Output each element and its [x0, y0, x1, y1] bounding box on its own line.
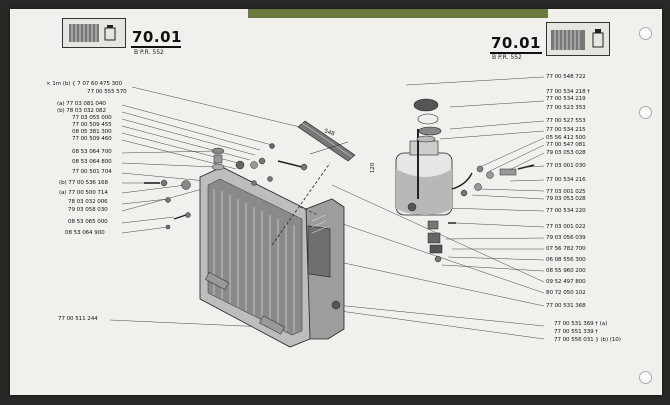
part-label: 05 56 412 500	[546, 135, 586, 141]
background-strip	[248, 9, 548, 18]
part-label: 09 52 497 800	[546, 279, 586, 285]
page-sub-left: B P.R. 552	[134, 49, 164, 56]
part-label: 77 00 555 570	[87, 89, 127, 95]
page-number-right: 70.01	[491, 34, 541, 52]
part-label: 77 00 509 460	[72, 136, 112, 142]
part-label: 77 00 551 339 †	[554, 329, 598, 335]
part-label: 77 03 001 025	[546, 189, 586, 195]
part-label: 77 00 547 081	[546, 142, 586, 148]
part-label: 77 00 527 553	[546, 118, 586, 124]
page-number-left: 70.01	[132, 28, 182, 46]
part-label: 06 08 556 300	[546, 257, 586, 263]
part-label: 77 03 001 022	[546, 224, 586, 230]
part-label: 77 00 534 216	[546, 177, 586, 183]
underline	[490, 52, 542, 54]
part-label: (a) 77 03 081 040	[57, 101, 106, 107]
part-label: 77 00 501 704	[72, 169, 112, 175]
part-label: 77 03 001 030	[546, 163, 586, 169]
part-label: 80 72 050 102	[546, 290, 586, 296]
part-label: 79 03 053 028	[546, 196, 586, 202]
part-label: 77 00 548 722	[546, 74, 586, 80]
part-label: 77 00 534 220	[546, 208, 586, 214]
part-label: (a) 77 00 500 714	[59, 190, 108, 196]
radiator-thumbnail-icon	[546, 22, 610, 56]
part-label: 79 03 053 028	[546, 150, 586, 156]
part-label: 79 03 056 039	[546, 235, 586, 241]
part-label: 77 00 509 455	[72, 122, 112, 128]
part-label: 77 00 534 218 †	[546, 89, 590, 95]
punch-hole	[639, 106, 652, 119]
part-label: 78 03 032 006	[68, 199, 108, 205]
part-label: 77 00 531 369 † (a)	[554, 321, 608, 327]
part-label: 77 00 534 219	[546, 96, 586, 102]
part-label: (b) 77 00 536 168	[59, 180, 108, 186]
dimension-height: 120	[370, 162, 377, 174]
radiator-thumbnail-icon	[62, 18, 126, 48]
part-label: 77 03 055 000	[72, 115, 112, 121]
part-label: 77 00 534 215	[546, 127, 586, 133]
part-label: 08 53 064 900	[65, 230, 105, 236]
part-label: 07 56 782 700	[546, 246, 586, 252]
part-label: 08 53 065 000	[68, 219, 108, 225]
punch-hole	[639, 371, 652, 384]
catalog-page: 70.01 B P.R. 552 70.01 B P.R. 552	[10, 9, 662, 395]
punch-hole	[639, 27, 652, 40]
part-label: 77 00 523 353	[546, 105, 586, 111]
part-label: 08 53 064 800	[72, 159, 112, 165]
part-label: 08 05 381 300	[72, 129, 112, 135]
part-label: 08 53 064 700	[72, 149, 112, 155]
part-label: 08 55 960 200	[546, 268, 586, 274]
part-label: 77 00 556 031 } (b) (10)	[554, 337, 621, 343]
part-label: 79 03 058 030	[68, 207, 108, 213]
exploded-diagram	[109, 76, 545, 348]
part-label: × 1m (b) { 7 07 60 475 300	[46, 81, 122, 87]
underline	[131, 46, 181, 48]
part-label: 77 00 511 244	[58, 316, 98, 322]
part-label: 77 00 531 368	[546, 303, 586, 309]
page-sub-right: B P.R. 552	[492, 54, 522, 61]
part-label: (b) 78 03 032 082	[57, 108, 106, 114]
